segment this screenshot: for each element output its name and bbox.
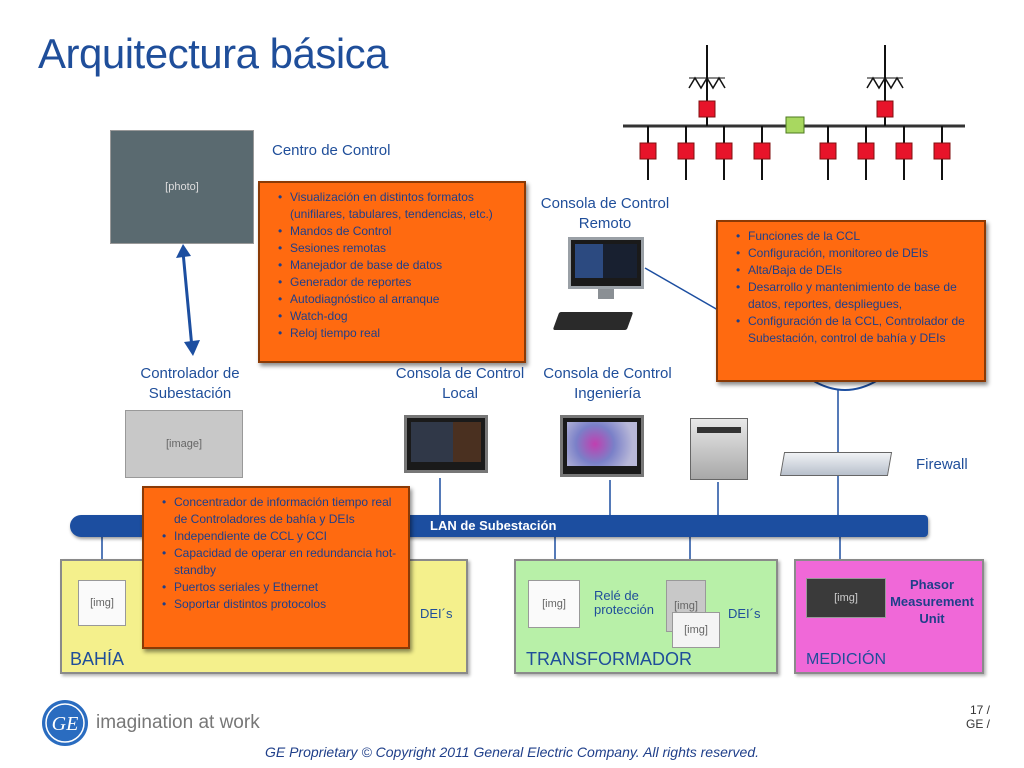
bahia-zone-name: BAHÍA xyxy=(70,649,125,669)
list-item: Alta/Baja de DEIs xyxy=(736,262,978,279)
control-room-photo: [photo] xyxy=(110,130,254,244)
list-item: Capacidad de operar en redundancia hot-s… xyxy=(162,545,402,579)
single-line-diagram xyxy=(623,45,965,180)
copyright-footer: GE Proprietary © Copyright 2011 General … xyxy=(264,744,760,760)
list-item: Puertos seriales y Ethernet xyxy=(162,579,402,596)
svg-text:GE: GE xyxy=(52,713,79,735)
list-item: Configuración, monitoreo de DEIs xyxy=(736,245,978,262)
centro-functions-box: Visualización en distintos formatos (uni… xyxy=(258,181,526,363)
remote-monitor xyxy=(568,237,644,289)
list-item: Desarrollo y mantenimiento de base de da… xyxy=(736,279,978,313)
list-item: Funciones de la CCL xyxy=(736,228,978,245)
medicion-zone-name: MEDICIÓN xyxy=(806,651,886,668)
transformer-device-2-image: [img] xyxy=(672,612,720,648)
consola-local-label: Consola de Control Local xyxy=(395,365,525,402)
keyboard xyxy=(552,312,634,330)
local-console-monitor xyxy=(404,415,488,473)
list-item: Independiente de CCL y CCI xyxy=(162,528,402,545)
rele-label: Relé de protección xyxy=(594,588,654,617)
controlador-functions-box: Concentrador de información tiempo real … xyxy=(142,486,410,649)
printer-image xyxy=(690,418,748,480)
list-item: Autodiagnóstico al arranque xyxy=(278,291,518,308)
controlador-label: Controlador de Subestación xyxy=(140,365,240,402)
consola-ingenieria-label: Consola de Control Ingeniería xyxy=(543,365,672,402)
list-item: Reloj tiempo real xyxy=(278,325,518,342)
list-item: Soportar distintos protocolos xyxy=(162,596,402,613)
pmu-label: Phasor Measurement Unit xyxy=(890,577,974,626)
consola-remoto-label: Consola de Control Remoto xyxy=(540,195,670,232)
pmu-device-image: [img] xyxy=(806,578,886,618)
firewall-label: Firewall xyxy=(916,456,968,473)
ccl-functions-box: Funciones de la CCL Configuración, monit… xyxy=(716,220,986,382)
substation-controller-image: [image] xyxy=(125,410,243,478)
bahia-device-image: [img] xyxy=(78,580,126,626)
list-item: Watch-dog xyxy=(278,308,518,325)
list-item: Concentrador de información tiempo real … xyxy=(162,494,402,528)
page-number: 17 / GE / xyxy=(965,703,990,731)
monitor-stand xyxy=(598,289,614,299)
ge-logo: GE xyxy=(42,700,88,746)
list-item: Mandos de Control xyxy=(278,223,518,240)
bahia-deis-label: DEI´s xyxy=(420,606,453,621)
logo-tagline: imagination at work xyxy=(96,712,260,733)
centro-control-label: Centro de Control xyxy=(272,142,391,159)
list-item: Configuración de la CCL, Controlador de … xyxy=(736,313,978,347)
list-item: Manejador de base de datos xyxy=(278,257,518,274)
list-item: Visualización en distintos formatos (uni… xyxy=(278,189,518,223)
transformador-deis-label: DEI´s xyxy=(728,606,761,621)
list-item: Sesiones remotas xyxy=(278,240,518,257)
transformador-zone-name: TRANSFORMADOR xyxy=(526,649,692,669)
lan-label: LAN de Subestación xyxy=(430,518,557,533)
engineering-console-monitor xyxy=(560,415,644,477)
list-item: Generador de reportes xyxy=(278,274,518,291)
page-title: Arquitectura básica xyxy=(38,30,389,77)
firewall-device xyxy=(779,452,893,476)
rele-device-image: [img] xyxy=(528,580,580,628)
